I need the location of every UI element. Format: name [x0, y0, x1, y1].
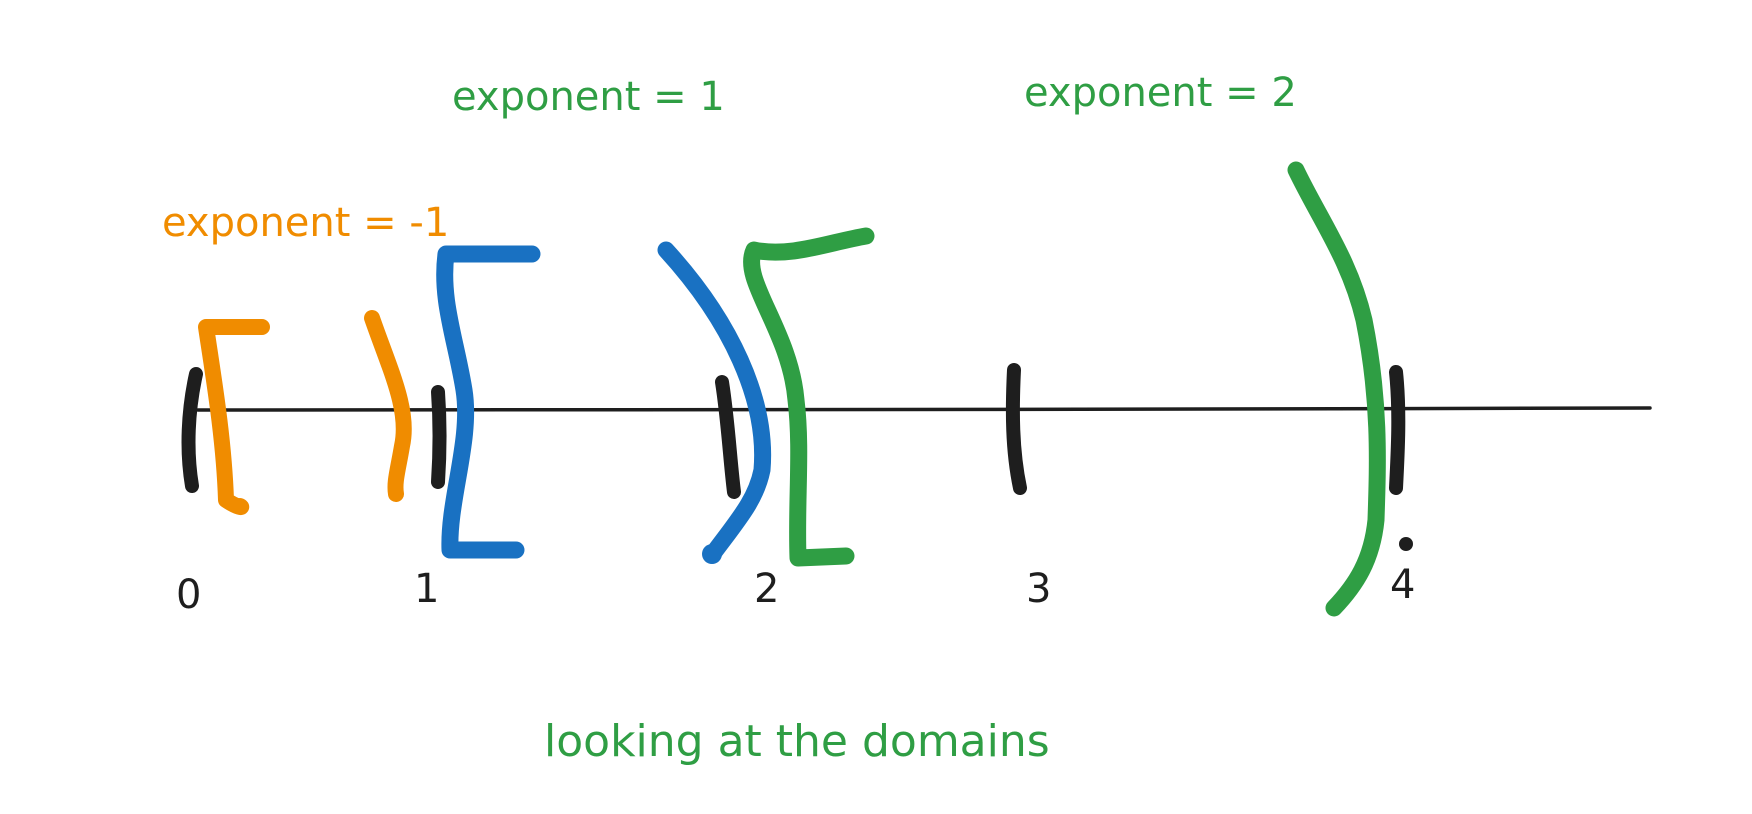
tick-mark-4 — [1389, 365, 1406, 495]
green-close-paren — [1287, 161, 1386, 617]
orange-open-bracket — [198, 319, 270, 516]
tick-label-0: 0 — [176, 572, 201, 618]
tick-label-4: 4 — [1390, 562, 1415, 608]
tick-label-2: 2 — [754, 566, 779, 612]
number-line-axis — [196, 406, 1652, 413]
tick-mark-0 — [181, 367, 203, 493]
orange-close-paren — [364, 310, 412, 502]
tick-mark-2 — [715, 375, 741, 499]
tick-mark-3 — [1005, 363, 1027, 495]
blue-open-bracket — [436, 245, 541, 559]
exponent-1-label: exponent = 1 — [452, 74, 725, 120]
tick-mark-1 — [431, 385, 447, 489]
blue-close-paren — [657, 241, 772, 564]
tick-label-1: 1 — [414, 566, 439, 612]
exponent-2-label: exponent = 2 — [1024, 70, 1297, 116]
exponent-neg1-label: exponent = -1 — [162, 200, 449, 246]
point-dot — [1399, 537, 1413, 551]
diagram-caption: looking at the domains — [544, 716, 1050, 767]
green-open-bracket — [743, 227, 875, 567]
tick-label-3: 3 — [1026, 566, 1051, 612]
blue-dot — [702, 544, 722, 564]
